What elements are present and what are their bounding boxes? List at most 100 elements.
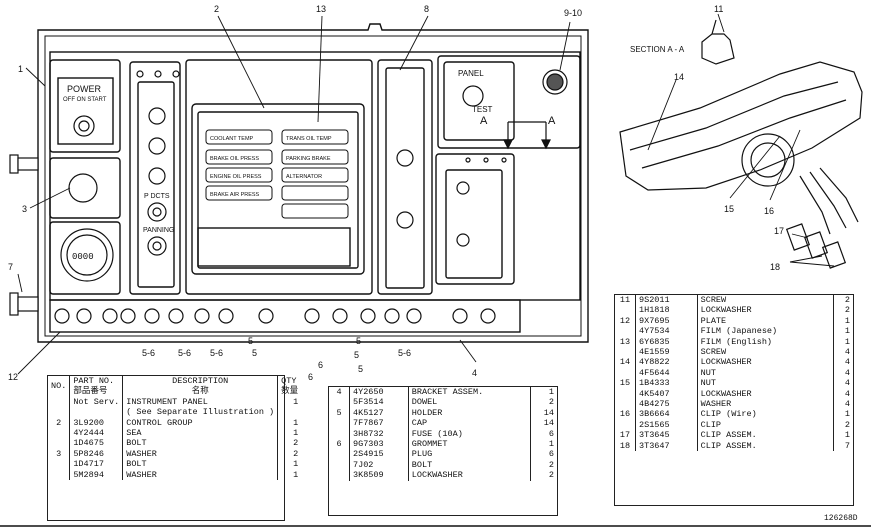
quantity: 1 (548, 387, 554, 397)
fuse-holders (54, 308, 496, 324)
item-number (329, 449, 350, 460)
description: ( See Separate Illustration ) (122, 407, 279, 418)
callout-number: 6 (318, 360, 323, 370)
description: GROMMET (408, 439, 532, 450)
quantity: 1 (548, 439, 554, 450)
header-desc-jp: 名称 (191, 386, 209, 397)
part-number: 2S4915 (349, 449, 409, 460)
part-number: 5P8246 (69, 448, 124, 460)
callout-number: 5-6 (210, 348, 223, 358)
header-no: NO. (48, 376, 71, 397)
callout-number: 1 (18, 64, 23, 74)
callout-number: 6 (308, 372, 313, 382)
item-number: 6 (329, 439, 350, 450)
description: HOLDER (408, 407, 532, 419)
part-number: 3H8732 (349, 428, 409, 440)
part-number: 5M2894 (69, 469, 124, 481)
description: CAP (408, 418, 532, 429)
section-title: SECTION A - A (630, 45, 685, 54)
drawing-id: 126268D (824, 514, 858, 523)
description: NUT (697, 378, 835, 389)
part-number: 4Y2444 (69, 428, 124, 439)
part-number: 1B4333 (635, 378, 698, 389)
description: SCREW (697, 347, 835, 358)
callout-number: 14 (674, 72, 684, 82)
quantity: 2 (844, 295, 850, 305)
callout-number: 12 (8, 372, 18, 382)
item-number (615, 419, 636, 431)
callout-number: 15 (724, 204, 734, 214)
item-number: 16 (615, 409, 636, 420)
callout-number: 17 (774, 226, 784, 236)
quantity: 2 (844, 305, 850, 316)
callout-number: 5-6 (398, 348, 411, 358)
description: PLATE (697, 315, 835, 327)
part-number: 3L9200 (69, 417, 124, 429)
quantity: 1 (293, 428, 299, 439)
quantity: 14 (543, 418, 554, 429)
panel-test-label: PANEL (458, 69, 484, 78)
part-number: 1D4675 (69, 438, 124, 449)
description: BOLT (408, 459, 532, 471)
quantity: 14 (543, 407, 554, 418)
callout-number: 13 (316, 4, 326, 14)
item-number: 13 (615, 336, 636, 348)
item-number: 4 (329, 387, 350, 398)
part-number: 1D4717 (69, 459, 124, 470)
part-number: 4K5127 (349, 407, 409, 419)
section-letter-a2: A (548, 115, 556, 127)
part-number: 4F5644 (635, 367, 698, 379)
item-number (329, 428, 350, 440)
parts-table-left: NO. PART NO. 部品番号 DESCRIPTION 名称 QTY 数量 … (47, 375, 298, 521)
callout-number: 7 (8, 262, 13, 272)
quantity: 1 (293, 469, 299, 480)
part-number: 6Y6835 (635, 336, 698, 348)
item-number (615, 347, 636, 358)
callout-number: 11 (714, 4, 723, 14)
quantity (278, 407, 302, 417)
warning-light-slots (205, 129, 349, 219)
leader-lines (17, 13, 835, 375)
description: SEA (122, 428, 279, 439)
description: CLIP ASSEM. (697, 430, 835, 441)
item-number (329, 470, 350, 481)
part-number: 4E1559 (635, 347, 698, 358)
description: LOCKWASHER (697, 357, 835, 368)
warning-light-label: BRAKE AIR PRESS (210, 192, 260, 198)
item-number (48, 428, 71, 439)
description: CLIP (Wire) (697, 409, 835, 420)
part-number: 9S2011 (635, 295, 698, 306)
description: NUT (697, 367, 835, 379)
quantity: 2 (548, 397, 554, 408)
quantity: 1 (293, 417, 299, 428)
item-number: 14 (615, 357, 636, 368)
quantity: 1 (293, 459, 299, 470)
description: BOLT (122, 459, 279, 470)
instrument-panel (37, 23, 589, 343)
header-qty-jp: 数量 (281, 386, 299, 397)
description: FUSE (10A) (408, 428, 532, 440)
part-number: 3K8509 (349, 470, 409, 481)
item-number (329, 459, 350, 471)
warning-light-label: BRAKE OIL PRESS (210, 156, 259, 162)
warning-light-label: PARKING BRAKE (286, 156, 331, 162)
parts-row: ( See Separate Illustration ) (48, 407, 302, 418)
section-arrows (503, 121, 551, 150)
callout-number: 4 (472, 368, 477, 378)
part-number: 4Y7534 (635, 326, 698, 337)
